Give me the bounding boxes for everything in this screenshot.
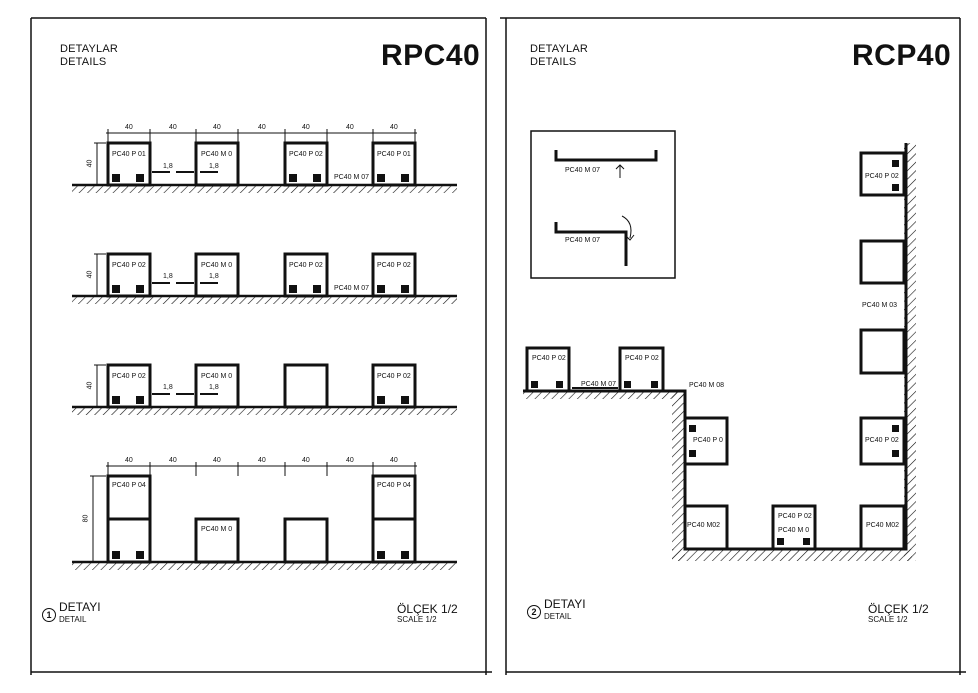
row1-clips — [112, 174, 409, 182]
dim-label: 40 — [125, 124, 133, 131]
right-detail-number-badge: 2 — [527, 603, 541, 619]
profile-label: PC40 P 02 — [865, 173, 899, 180]
profile-label: PC40 M 07 — [334, 285, 370, 292]
row1-dimension-line — [94, 129, 417, 185]
gap-label: 1,8 — [209, 273, 219, 280]
dim-label: 40 — [169, 457, 177, 464]
detail-number: 1 — [42, 608, 56, 622]
profile-label: PC40 P 02 — [112, 262, 146, 269]
dim-label: 40 — [213, 457, 221, 464]
height-label-row2: 40 — [86, 270, 94, 279]
profile-label: PC40 M 07 — [334, 174, 370, 181]
profile-label: PC40 M 0 — [201, 262, 233, 269]
dim-label: 40 — [125, 457, 133, 464]
dim-label: 40 — [302, 457, 310, 464]
right-detail-en: DETAIL — [544, 612, 572, 621]
right-ground-shape — [523, 143, 916, 561]
profile-label: PC40 P 02 — [289, 262, 323, 269]
profile-label: PC40 M 0 — [201, 526, 233, 533]
profile-label: PC40 M 03 — [862, 302, 898, 309]
gap-label: 1,8 — [163, 163, 173, 170]
inset-label: PC40 M 07 — [565, 237, 601, 244]
left-header-en: DETAILS — [60, 56, 107, 68]
row2-profiles — [106, 252, 417, 298]
height-label-row3: 40 — [86, 381, 94, 390]
height-label-row4: 80 — [82, 514, 90, 523]
row4-clips — [112, 551, 409, 559]
right-clips — [531, 160, 899, 545]
profile-label: PC40 P 02 — [532, 355, 566, 362]
profile-label: PC40 M 0 — [201, 151, 233, 158]
profile-label: PC40 P 01 — [112, 151, 146, 158]
dim-label: 40 — [302, 124, 310, 131]
profile-label: PC40 P 02 — [625, 355, 659, 362]
left-detail-number-badge: 1 — [42, 606, 56, 622]
dim-label: 40 — [213, 124, 221, 131]
row1-profiles — [106, 141, 417, 187]
left-detail-tr: DETAYI — [59, 600, 101, 614]
profile-label: PC40 P 02 — [377, 373, 411, 380]
profile-label: PC40 P 04 — [377, 482, 411, 489]
gap-label: 1,8 — [209, 384, 219, 391]
row2-connectors — [94, 253, 218, 296]
inset-box — [530, 130, 676, 279]
gap-label: 1,8 — [209, 163, 219, 170]
left-detail-en: DETAIL — [59, 615, 87, 624]
profile-label: PC40 M02 — [866, 522, 900, 529]
right-scale-en: SCALE 1/2 — [868, 615, 908, 624]
right-sheet-frame — [500, 17, 966, 675]
dim-label: 40 — [390, 457, 398, 464]
right-detail-tr: DETAYI — [544, 597, 586, 611]
row3-connectors — [94, 364, 218, 407]
left-scale-en: SCALE 1/2 — [397, 615, 437, 624]
row2-clips — [112, 285, 409, 293]
left-sheet-frame — [30, 17, 492, 675]
row4-profiles — [106, 474, 417, 564]
row4-dimension-line — [90, 462, 417, 562]
detail-number: 2 — [527, 605, 541, 619]
gap-label: 1,8 — [163, 384, 173, 391]
height-label-row1: 40 — [86, 159, 94, 168]
dim-label: 40 — [390, 124, 398, 131]
profile-label: PC40 P 02 — [289, 151, 323, 158]
profile-label: PC40 P 04 — [112, 482, 146, 489]
left-sheet-title: RPC40 — [381, 39, 481, 72]
profile-label: PC40 P 01 — [377, 151, 411, 158]
right-header-en: DETAILS — [530, 56, 577, 68]
profile-label: PC40 M 0 — [201, 373, 233, 380]
profile-label: PC40 P 02 — [377, 262, 411, 269]
profile-label: PC40 M 08 — [689, 382, 725, 389]
dim-label: 40 — [258, 457, 266, 464]
profile-label: PC40 P 0 — [693, 437, 723, 444]
dim-label: 40 — [258, 124, 266, 131]
profile-label: PC40 P 02 — [865, 437, 899, 444]
dim-label: 40 — [346, 124, 354, 131]
right-header-tr: DETAYLAR — [530, 43, 589, 55]
gap-label: 1,8 — [163, 273, 173, 280]
right-scale-tr: ÖLÇEK 1/2 — [868, 602, 929, 616]
left-header-tr: DETAYLAR — [60, 43, 119, 55]
profile-label: PC40 P 02 — [778, 513, 812, 520]
right-profiles — [525, 151, 906, 551]
profile-label: PC40 M 07 — [581, 381, 617, 388]
dim-label: 40 — [169, 124, 177, 131]
row3-clips — [112, 396, 409, 404]
right-sheet-title: RCP40 — [852, 39, 952, 72]
inset-label: PC40 M 07 — [565, 167, 601, 174]
profile-label: PC40 M 0 — [778, 527, 810, 534]
row3-profiles — [106, 363, 417, 409]
profile-label: PC40 P 02 — [112, 373, 146, 380]
dim-label: 40 — [346, 457, 354, 464]
left-scale-tr: ÖLÇEK 1/2 — [397, 602, 458, 616]
profile-label: PC40 M02 — [687, 522, 721, 529]
